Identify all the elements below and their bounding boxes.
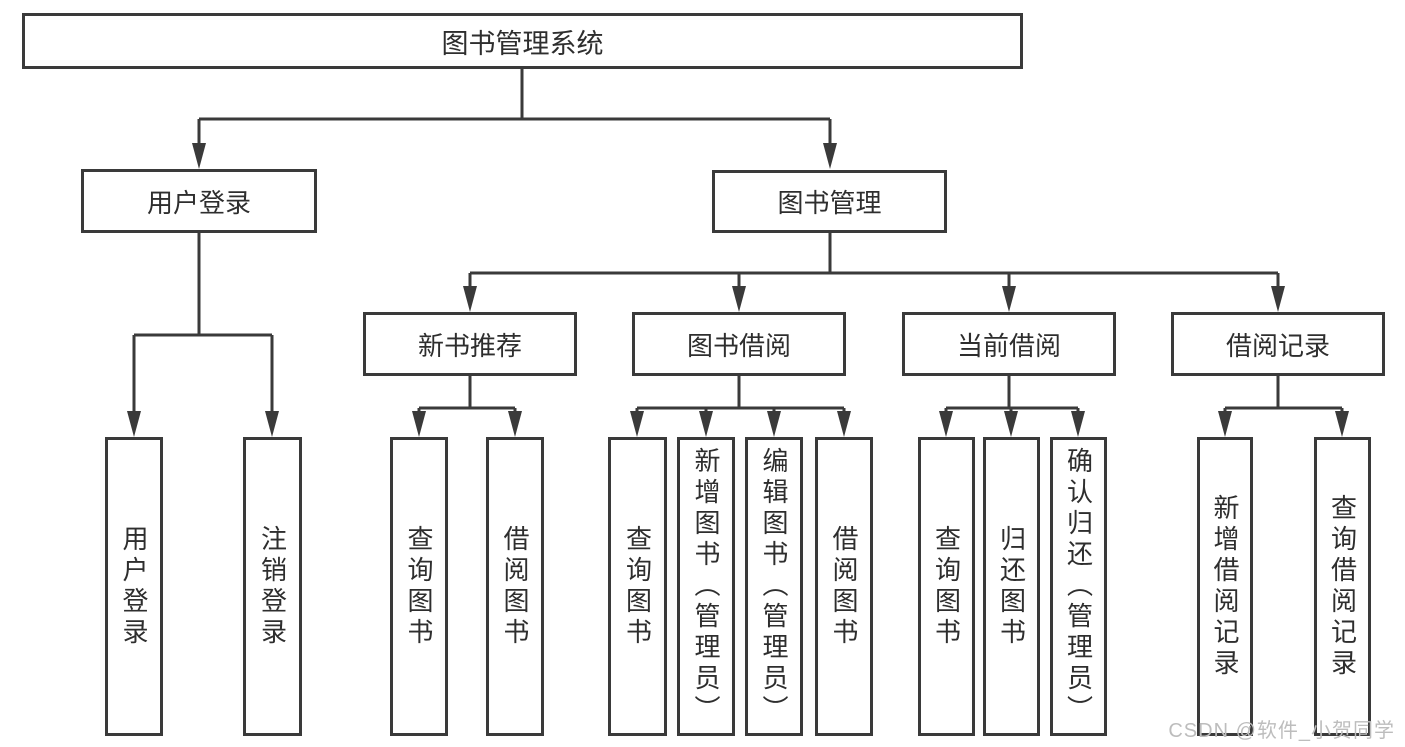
leaf-query-book-1: 查询图书 [390,437,448,736]
node-user-login: 用户登录 [81,169,317,233]
node-book-borrowing: 图书借阅 [632,312,846,376]
leaf-label: 借阅图书 [500,524,530,649]
leaf-label: 查询图书 [622,524,653,649]
leaf-label: 查询图书 [931,524,962,649]
node-new-book-recommendation: 新书推荐 [363,312,577,376]
leaf-query-book-3: 查询图书 [918,437,975,736]
node-label: 图书借阅 [686,330,791,361]
csdn-watermark: CSDN @软件_小贺同学 [1168,720,1395,742]
leaf-query-book-2: 查询图书 [608,437,667,736]
node-current-borrowing: 当前借阅 [902,312,1116,376]
node-label: 图书管理系统 [441,28,604,59]
node-label: 图书管理 [777,188,882,218]
node-label: 借阅记录 [1225,330,1330,361]
leaf-label: 查询图书 [404,524,434,649]
node-label: 新书推荐 [417,330,522,361]
leaf-label: 用户登录 [119,524,149,649]
leaf-label: 新增图书（管理员） [691,447,721,726]
connector-new-book-branch [412,376,522,437]
leaf-borrow-book-1: 借阅图书 [486,437,544,736]
leaf-confirm-return-admin: 确认归还（管理员） [1050,437,1107,736]
leaf-label: 查询借阅记录 [1327,493,1358,680]
leaf-label: 确认归还（管理员） [1063,447,1094,726]
leaf-label: 新增借阅记录 [1210,493,1240,680]
node-library-management-system: 图书管理系统 [22,13,1023,69]
leaf-user-login: 用户登录 [105,437,163,736]
leaf-logout: 注销登录 [243,437,302,736]
leaf-label: 借阅图书 [829,524,859,649]
leaf-add-book-admin: 新增图书（管理员） [677,437,735,736]
leaf-label: 编辑图书（管理员） [759,447,789,726]
connector-root-branch [192,69,837,169]
leaf-return-book: 归还图书 [983,437,1040,736]
leaf-query-borrow-record: 查询借阅记录 [1314,437,1371,736]
connector-user-login-branch [127,233,279,437]
leaf-edit-book-admin: 编辑图书（管理员） [745,437,803,736]
node-label: 用户登录 [146,187,251,218]
leaf-borrow-book-2: 借阅图书 [815,437,873,736]
leaf-label: 注销登录 [257,524,288,649]
connector-borrow-record-branch [1218,376,1349,437]
node-borrowing-records: 借阅记录 [1171,312,1385,376]
leaf-add-borrow-record: 新增借阅记录 [1197,437,1253,736]
connector-book-management-branch [463,233,1285,312]
leaf-label: 归还图书 [996,524,1027,649]
connector-book-borrow-branch [630,376,851,437]
connector-current-borrow-branch [939,376,1085,437]
node-label: 当前借阅 [956,330,1061,361]
node-book-management: 图书管理 [712,170,947,233]
